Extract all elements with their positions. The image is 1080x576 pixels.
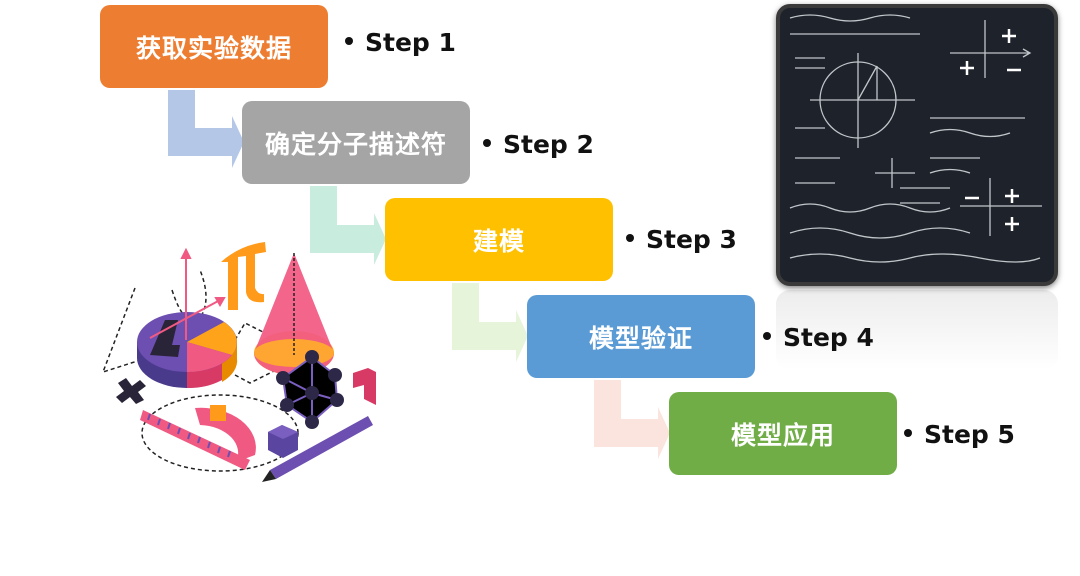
bullet-icon <box>626 234 634 242</box>
step-4-label: 模型验证 <box>588 323 693 353</box>
step-4-text: Step 4 <box>783 323 874 352</box>
connector-arrow-1-2 <box>168 90 244 168</box>
step-3-box: 建模 <box>385 198 613 281</box>
molecule-lattice-icon <box>276 350 344 429</box>
step-4-box: 模型验证 <box>527 295 755 378</box>
blackboard-reflection <box>776 290 1058 370</box>
step-2-tag: Step 2 <box>483 130 594 159</box>
connector-arrow-3-4 <box>452 283 528 362</box>
bullet-icon <box>904 429 912 437</box>
step-2-label: 确定分子描述符 <box>264 129 447 159</box>
blackboard-image <box>776 4 1058 286</box>
step-5-tag: Step 5 <box>904 420 1015 449</box>
step-2-box: 确定分子描述符 <box>242 101 470 184</box>
step-3-tag: Step 3 <box>626 225 737 254</box>
step-5-box: 模型应用 <box>669 392 897 475</box>
step-5-text: Step 5 <box>924 420 1015 449</box>
axis-arrows-icon <box>149 247 226 340</box>
connector-arrow-2-3 <box>310 186 386 265</box>
pencil-icon <box>262 416 373 482</box>
step-5-label: 模型应用 <box>730 420 835 450</box>
step-1-tag: Step 1 <box>345 28 456 57</box>
multiply-sign-icon <box>116 378 146 404</box>
step-3-label: 建模 <box>472 226 525 256</box>
step-1-box: 获取实验数据 <box>100 5 328 88</box>
step-2-text: Step 2 <box>503 130 594 159</box>
step-1-label: 获取实验数据 <box>135 33 292 63</box>
step-4-tag: Step 4 <box>763 323 874 352</box>
bullet-icon <box>483 139 491 147</box>
cube-icon <box>268 425 298 458</box>
bullet-icon <box>345 37 353 45</box>
formula-scribbles <box>789 14 1042 263</box>
connector-arrow-4-5 <box>594 380 670 459</box>
step-1-text: Step 1 <box>365 28 456 57</box>
bullet-icon <box>763 332 771 340</box>
number-one-block-icon <box>353 368 376 405</box>
pie-chart-icon <box>137 312 238 389</box>
cone-icon <box>254 253 334 375</box>
step-3-text: Step 3 <box>646 225 737 254</box>
protractor-ruler-icon <box>140 405 256 470</box>
pi-symbol-icon <box>221 242 266 310</box>
